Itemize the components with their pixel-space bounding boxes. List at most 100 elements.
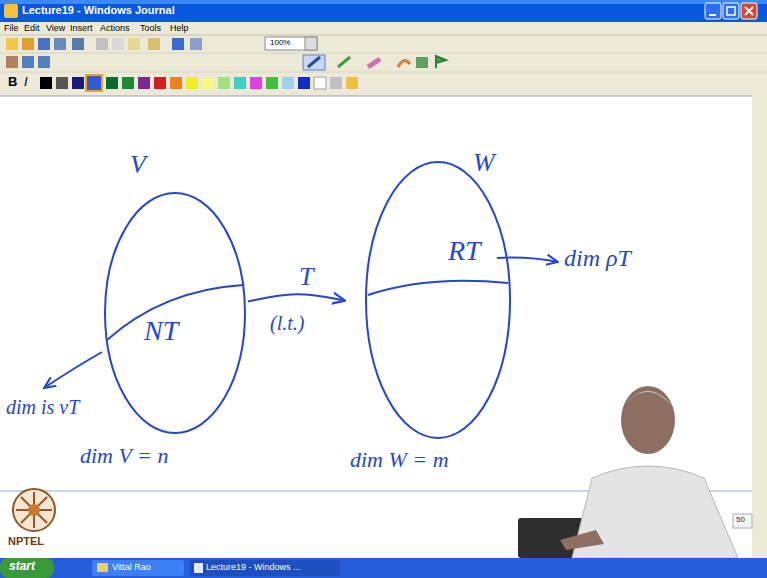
toolbar-icon bbox=[148, 38, 160, 50]
space-ellipse bbox=[105, 193, 245, 433]
color-swatch bbox=[154, 77, 166, 89]
taskbar-button-active bbox=[190, 560, 340, 576]
color-swatch bbox=[282, 77, 294, 89]
toolbar-icon bbox=[112, 38, 124, 50]
title-bar bbox=[0, 0, 767, 22]
nullity-note: dim is νT bbox=[6, 396, 79, 419]
toolbar-icon bbox=[190, 38, 202, 50]
lasso-icon bbox=[398, 61, 410, 67]
nptel-logo bbox=[13, 489, 55, 531]
close-glyph bbox=[745, 7, 753, 15]
linear-map-arrow bbox=[248, 294, 345, 301]
presenter-head bbox=[621, 386, 675, 454]
flag-icon bbox=[436, 56, 446, 68]
toolbar-divider bbox=[0, 53, 767, 54]
toolbar-icon bbox=[22, 38, 34, 50]
window-title: Lecture19 - Windows Journal bbox=[22, 4, 175, 17]
vector-space-v: Vdim V = n NT bbox=[70, 150, 248, 472]
app-icon bbox=[4, 4, 18, 18]
color-swatch bbox=[266, 77, 278, 89]
zoom-level: 100% bbox=[270, 38, 290, 47]
color-swatch bbox=[202, 77, 214, 89]
range-region: RT bbox=[368, 190, 510, 298]
color-swatch-selected bbox=[86, 75, 102, 91]
nptel-logo-hub bbox=[28, 504, 40, 516]
maximize-glyph bbox=[727, 7, 735, 15]
leader-arrow bbox=[497, 258, 558, 263]
map-annotation: (l.t.) bbox=[270, 312, 304, 335]
zoom-box bbox=[265, 37, 317, 50]
toolbar-icon bbox=[38, 56, 50, 68]
taskbar-label: Lecture19 - Windows ... bbox=[206, 562, 301, 572]
page-top-edge bbox=[0, 96, 752, 97]
bold-button: B bbox=[8, 75, 17, 90]
toolbar-icon bbox=[6, 56, 18, 68]
logo-text: NPTEL bbox=[8, 535, 44, 548]
folder-icon bbox=[97, 563, 108, 572]
page-number: 50 bbox=[736, 515, 745, 524]
color-swatch bbox=[234, 77, 246, 89]
color-swatch bbox=[122, 77, 134, 89]
nptel-logo-spokes bbox=[16, 492, 52, 528]
toolbar-icon bbox=[72, 38, 84, 50]
minimize-glyph bbox=[709, 14, 716, 16]
toolbar-divider bbox=[0, 72, 767, 73]
space-outline bbox=[345, 145, 513, 476]
toolbar-icon bbox=[22, 56, 34, 68]
scrollbar bbox=[752, 96, 767, 558]
presenter-hand bbox=[560, 530, 604, 550]
taskbar bbox=[0, 558, 767, 578]
space-outline bbox=[70, 150, 248, 472]
menu-item: Edit bbox=[24, 23, 40, 33]
pen-icon bbox=[308, 57, 320, 67]
menu-item: View bbox=[46, 23, 65, 33]
dimension-note: dim W = m bbox=[350, 447, 449, 472]
presenter-hair bbox=[622, 391, 674, 408]
zoom-dropdown bbox=[305, 37, 317, 50]
pen-tool-selected bbox=[303, 55, 325, 70]
toolbar-icon bbox=[416, 57, 428, 68]
leader-arrow bbox=[44, 352, 102, 388]
subspace-curve bbox=[368, 281, 508, 295]
color-swatch bbox=[106, 77, 118, 89]
null-space-region: NT bbox=[107, 283, 245, 351]
journal-icon bbox=[194, 563, 203, 573]
dimension-note: dim V = n bbox=[80, 443, 168, 468]
menu-item: Insert bbox=[70, 23, 93, 33]
color-swatch bbox=[56, 77, 68, 89]
toolbar-icon bbox=[172, 38, 184, 50]
title-bar-highlight bbox=[0, 0, 767, 4]
color-swatch bbox=[346, 77, 358, 89]
start-label: start bbox=[9, 560, 35, 574]
color-swatch bbox=[330, 77, 342, 89]
eraser-icon bbox=[368, 59, 380, 67]
toolbar-icon bbox=[128, 38, 140, 50]
maximize-button bbox=[723, 3, 739, 19]
vector-space-w: Wdim W = m RT bbox=[345, 145, 513, 476]
space-name: RT bbox=[448, 235, 481, 267]
space-name: NT bbox=[144, 315, 178, 347]
menu-item: Tools bbox=[140, 23, 161, 33]
menu-item: File bbox=[4, 23, 19, 33]
page-number-box bbox=[733, 514, 752, 528]
space-ellipse bbox=[366, 162, 510, 438]
color-swatch bbox=[218, 77, 230, 89]
space-name: V bbox=[130, 150, 146, 180]
color-swatch bbox=[72, 77, 84, 89]
minimize-button bbox=[705, 3, 721, 19]
color-swatch bbox=[170, 77, 182, 89]
menu-item: Help bbox=[170, 23, 189, 33]
toolbar-icon bbox=[54, 38, 66, 50]
toolbar-icon bbox=[6, 38, 18, 50]
map-name: T bbox=[297, 262, 315, 292]
color-swatch bbox=[40, 77, 52, 89]
menu-item: Actions bbox=[100, 23, 130, 33]
space-name: W bbox=[473, 148, 495, 178]
color-swatch bbox=[250, 77, 262, 89]
color-swatch bbox=[298, 77, 310, 89]
menu-divider bbox=[0, 35, 767, 36]
toolbar-icon bbox=[38, 38, 50, 50]
